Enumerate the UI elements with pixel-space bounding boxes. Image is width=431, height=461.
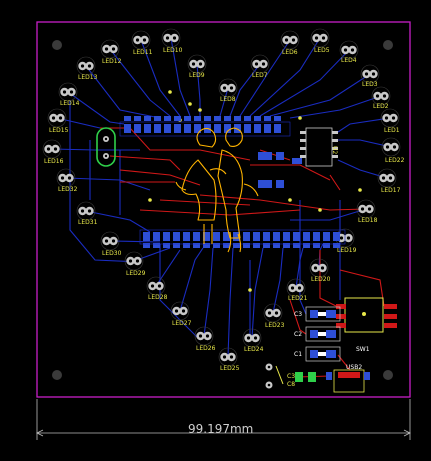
dimension-annotation [36, 399, 411, 440]
led-label: LED17 [381, 187, 401, 194]
led-label: LED9 [189, 72, 205, 79]
led-label: LED1 [384, 127, 400, 134]
couple-artwork [175, 127, 259, 253]
led-label: LED13 [78, 74, 98, 81]
led-footprint: LED12 [100, 39, 122, 65]
led-footprint: LED3 [360, 64, 380, 88]
switch-label: SW1 [356, 346, 370, 353]
led-footprint: LED26 [194, 326, 216, 352]
capacitor-label: C3 [294, 311, 302, 318]
led-label: LED2 [373, 103, 389, 110]
led-label: LED28 [148, 294, 168, 301]
led-footprint: LED14 [58, 82, 80, 107]
bottom-component: C3 C8 [265, 363, 316, 389]
switch-sw1: SW1 [336, 297, 397, 353]
led-label: LED25 [220, 365, 240, 372]
led-footprint: LED18 [356, 199, 378, 224]
led-footprint: LED30 [100, 231, 122, 257]
led-label: LED10 [163, 47, 183, 54]
ic-label: U2 [331, 146, 338, 154]
mcu-header-top [119, 121, 291, 137]
led-footprint: LED5 [310, 28, 330, 54]
led-footprint: LED25 [218, 347, 240, 372]
led-footprint: LED17 [377, 168, 401, 194]
led-footprint: LED20 [309, 258, 331, 283]
trace-layer [51, 37, 392, 378]
led-label: LED24 [244, 346, 264, 353]
led-label: LED14 [60, 100, 80, 107]
led-footprint: LED7 [250, 54, 270, 79]
capacitor: C3 [294, 306, 341, 322]
led-label: LED15 [49, 127, 69, 134]
led-footprint: LED27 [170, 301, 192, 327]
led-footprint: LED29 [124, 251, 146, 277]
led-footprint: LED6 [280, 30, 300, 56]
led-footprint: LED24 [242, 328, 264, 353]
led-label: LED30 [102, 250, 122, 257]
led-label: LED19 [337, 247, 357, 254]
led-footprint: LED22 [381, 137, 405, 164]
led-label: LED27 [172, 320, 192, 327]
usb-connector: USB2 [326, 364, 370, 393]
led-label: LED3 [362, 81, 378, 88]
led-footprint: LED1 [380, 108, 400, 134]
led-label: LED26 [196, 345, 216, 352]
bottom-cap-value: C8 [287, 381, 295, 388]
crystal [96, 127, 116, 167]
led-footprint: LED8 [218, 78, 238, 103]
led-footprint: LED10 [161, 28, 183, 54]
led-footprint: LED21 [286, 278, 308, 302]
led-label: LED7 [252, 72, 268, 79]
center-caps [258, 152, 302, 188]
mounting-hole [52, 40, 62, 50]
led-footprint: LED2 [371, 86, 391, 110]
led-label: LED22 [385, 157, 405, 164]
led-label: LED23 [265, 322, 285, 329]
led-footprint: LED15 [47, 108, 69, 134]
mounting-hole [383, 40, 393, 50]
led-footprint: LED4 [339, 40, 359, 64]
led-footprint: LED32 [56, 168, 78, 193]
header-pins-bottom [139, 229, 346, 248]
led-footprint: LED11 [131, 30, 153, 56]
led-layer: LED1LED2LED3LED4LED5LED6LED7LED8LED9LED1… [42, 28, 405, 372]
led-label: LED21 [288, 295, 308, 302]
mounting-hole [383, 370, 393, 380]
led-label: LED16 [44, 158, 64, 165]
led-label: LED11 [133, 49, 153, 56]
capacitor: C2 [294, 326, 341, 342]
dimension-label: 99.197mm [188, 422, 253, 436]
led-footprint: LED28 [146, 276, 168, 301]
led-label: LED12 [102, 58, 122, 65]
led-footprint: LED13 [76, 56, 98, 81]
board-outline [36, 21, 411, 398]
led-label: LED29 [126, 270, 146, 277]
ic-u2: U2 [300, 127, 338, 167]
led-label: LED20 [311, 276, 331, 283]
led-label: LED32 [58, 186, 78, 193]
capacitor: C1 [294, 346, 341, 362]
capacitor-label: C2 [294, 331, 302, 338]
led-label: LED18 [358, 217, 378, 224]
led-footprint: LED23 [263, 303, 285, 329]
led-label: LED6 [282, 49, 298, 56]
usb-label: USB2 [346, 364, 362, 371]
led-label: LED8 [220, 96, 236, 103]
bottom-cap-label: C3 [287, 373, 295, 380]
led-label: LED4 [341, 57, 357, 64]
header-pins-top [124, 116, 281, 133]
led-label: LED31 [78, 219, 98, 226]
led-footprint: LED16 [42, 139, 64, 165]
led-footprint: LED9 [187, 54, 207, 79]
mounting-hole [52, 370, 62, 380]
led-footprint: LED31 [76, 201, 98, 226]
capacitor-label: C1 [294, 351, 302, 358]
led-label: LED5 [314, 47, 330, 54]
